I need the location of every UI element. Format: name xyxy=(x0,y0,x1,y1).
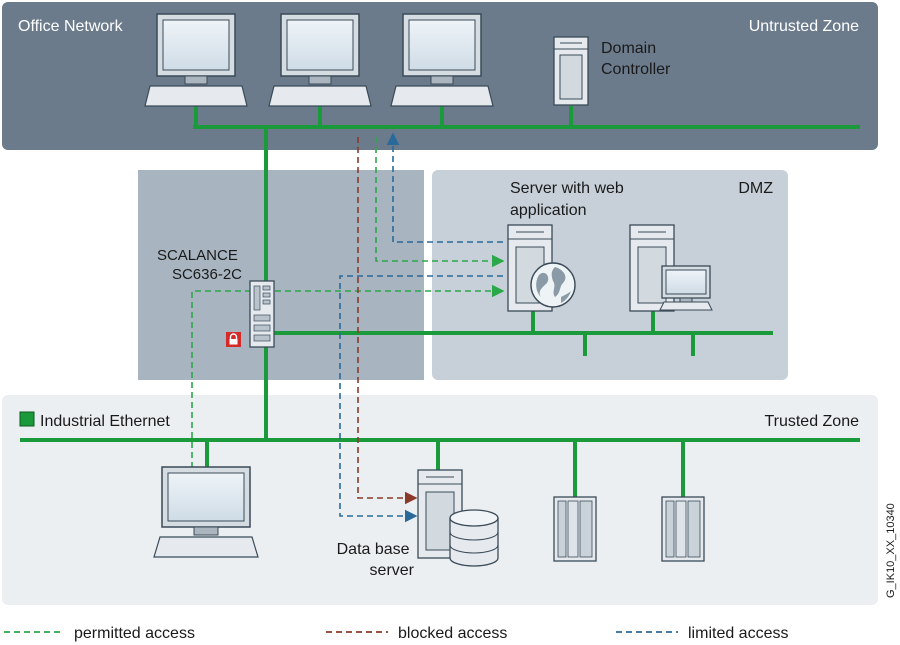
permitted-legend-label: permitted access xyxy=(74,625,195,642)
trusted-pc-icon xyxy=(153,466,259,558)
firewall-label: SCALANCE SC636-2C xyxy=(157,247,242,283)
limited-legend-label: limited access xyxy=(688,625,788,642)
blocked-access-paths xyxy=(357,137,418,505)
figure-id: G_IK10_XX_10340 xyxy=(885,503,897,598)
firewall-zone xyxy=(138,170,424,380)
office-pc-1-icon xyxy=(144,13,248,107)
industrial-ethernet-label: Industrial Ethernet xyxy=(40,413,170,430)
globe-icon xyxy=(530,262,576,308)
web-server-label: Server with web application xyxy=(510,180,628,219)
lock-icon xyxy=(226,332,241,347)
permitted-access-paths xyxy=(191,137,505,468)
blocked-legend-label: blocked access xyxy=(398,625,507,642)
trusted-zone-label: Trusted Zone xyxy=(764,413,859,430)
ethernet-lines xyxy=(20,106,860,497)
domain-controller-label: Domain Controller xyxy=(601,40,671,78)
firewall-device-icon xyxy=(249,280,275,348)
office-pc-2-icon xyxy=(268,13,372,107)
industrial-ethernet-swatch xyxy=(19,411,35,427)
access-legend: permitted access blocked access limited … xyxy=(4,625,788,642)
dmz-monitor-icon xyxy=(659,265,713,311)
domain-controller-icon xyxy=(553,36,589,106)
controller-rack-1-icon xyxy=(553,496,597,562)
office-zone-title: Office Network xyxy=(18,18,124,35)
db-server-label: Data base server xyxy=(337,541,415,579)
dmz-zone-title: DMZ xyxy=(738,180,773,197)
office-pc-3-icon xyxy=(390,13,494,107)
database-cylinder-icon xyxy=(449,509,499,567)
dmz-zone xyxy=(432,170,788,380)
controller-rack-2-icon xyxy=(661,496,705,562)
limited-access-paths xyxy=(339,132,503,523)
untrusted-zone-label: Untrusted Zone xyxy=(749,18,859,35)
